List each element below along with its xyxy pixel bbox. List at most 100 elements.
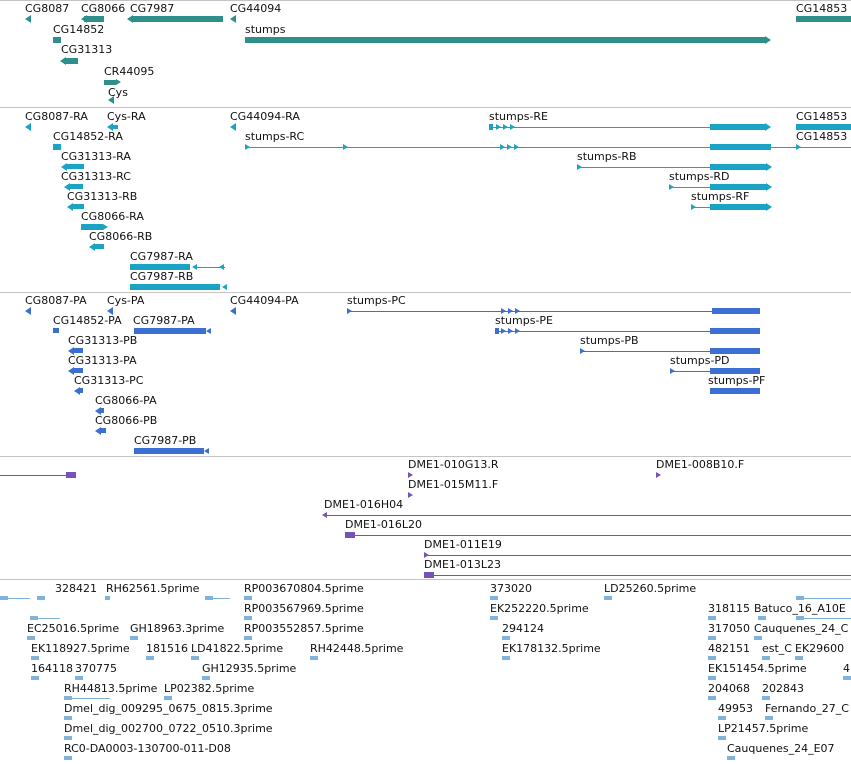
feature-label[interactable]: stumps-PF: [708, 374, 766, 387]
feature-glyph[interactable]: [53, 144, 61, 150]
est-glyph[interactable]: [205, 596, 213, 600]
feature-label[interactable]: CG31313-PA: [68, 354, 137, 367]
gene-glyph[interactable]: [104, 80, 116, 85]
feature-glyph[interactable]: [710, 368, 760, 374]
gene-glyph[interactable]: [245, 37, 765, 43]
est-glyph[interactable]: [310, 656, 318, 660]
feature-label[interactable]: LP21457.5prime: [718, 722, 809, 735]
feature-label[interactable]: CG14853: [796, 130, 848, 143]
gene-glyph[interactable]: [84, 16, 104, 22]
feature-label[interactable]: Dmel_dig_009295_0675_0815.3prime: [64, 702, 273, 715]
est-glyph[interactable]: [64, 756, 72, 760]
feature-label[interactable]: CG7987-RB: [130, 270, 194, 283]
feature-glyph[interactable]: [134, 448, 204, 454]
est-glyph[interactable]: [0, 596, 8, 600]
est-glyph[interactable]: [708, 696, 716, 700]
feature-glyph[interactable]: [100, 408, 104, 413]
intron-line[interactable]: [796, 618, 851, 619]
feature-label[interactable]: 482151: [708, 642, 750, 655]
feature-label[interactable]: CG7987-RA: [130, 250, 193, 263]
est-glyph[interactable]: [502, 636, 510, 640]
est-glyph[interactable]: [758, 616, 766, 620]
est-glyph[interactable]: [796, 596, 804, 600]
intron-line[interactable]: [577, 167, 770, 168]
intron-line[interactable]: [796, 598, 851, 599]
feature-label[interactable]: CG14853: [796, 110, 848, 123]
feature-label[interactable]: 317050: [708, 622, 750, 635]
bac-glyph[interactable]: [345, 532, 355, 538]
est-glyph[interactable]: [244, 616, 252, 620]
feature-label[interactable]: stumps-RB: [577, 150, 637, 163]
feature-label[interactable]: EK151454.5prime: [708, 662, 807, 675]
est-glyph[interactable]: [105, 596, 110, 600]
est-glyph[interactable]: [843, 676, 851, 680]
gene-glyph[interactable]: [64, 58, 78, 64]
feature-label[interactable]: Fernando_27_C: [765, 702, 849, 715]
feature-label[interactable]: 328421: [55, 582, 97, 595]
est-glyph[interactable]: [754, 636, 762, 640]
feature-label[interactable]: DME1-013L23: [424, 558, 501, 571]
intron-line[interactable]: [0, 598, 30, 599]
est-glyph[interactable]: [75, 676, 83, 680]
feature-label[interactable]: CG14852-RA: [53, 130, 123, 143]
feature-label[interactable]: 164118: [31, 662, 73, 675]
feature-label[interactable]: CG8066-PB: [95, 414, 158, 427]
feature-glyph[interactable]: [73, 368, 83, 373]
feature-label[interactable]: CG31313-RB: [67, 190, 138, 203]
feature-label[interactable]: 318115: [708, 602, 750, 615]
feature-label[interactable]: 204068: [708, 682, 750, 695]
feature-glyph[interactable]: [710, 328, 760, 334]
feature-label[interactable]: CG31313: [61, 43, 113, 56]
est-glyph[interactable]: [708, 656, 716, 660]
est-glyph[interactable]: [490, 616, 498, 620]
est-glyph[interactable]: [31, 656, 39, 660]
feature-label[interactable]: EK252220.5prime: [490, 602, 589, 615]
feature-label[interactable]: DME1-010G13.R: [408, 458, 499, 471]
intron-line[interactable]: [195, 267, 225, 268]
feature-label[interactable]: RH44813.5prime: [64, 682, 158, 695]
feature-label[interactable]: CG31313-PC: [74, 374, 144, 387]
feature-label[interactable]: CG8066: [81, 2, 126, 15]
feature-glyph[interactable]: [112, 125, 118, 129]
est-glyph[interactable]: [244, 596, 252, 600]
feature-label[interactable]: CG8066-RB: [89, 230, 153, 243]
est-glyph[interactable]: [130, 636, 138, 640]
est-glyph[interactable]: [708, 636, 716, 640]
est-glyph[interactable]: [31, 676, 39, 680]
feature-label[interactable]: DME1-016H04: [324, 498, 404, 511]
est-glyph[interactable]: [604, 596, 612, 600]
intron-line[interactable]: [64, 698, 110, 699]
gene-glyph[interactable]: [53, 37, 61, 43]
intron-line[interactable]: [324, 515, 851, 516]
intron-line[interactable]: [580, 351, 760, 352]
intron-line[interactable]: [30, 618, 60, 619]
est-glyph[interactable]: [64, 716, 72, 720]
feature-glyph[interactable]: [130, 264, 190, 270]
feature-label[interactable]: Cys-RA: [107, 110, 146, 123]
feature-label[interactable]: 370775: [75, 662, 117, 675]
feature-label[interactable]: 181516: [146, 642, 188, 655]
est-glyph[interactable]: [202, 676, 210, 680]
est-glyph[interactable]: [490, 596, 498, 600]
feature-label[interactable]: DME1-008B10.F: [656, 458, 745, 471]
est-glyph[interactable]: [27, 636, 35, 640]
feature-label[interactable]: GH18963.3prime: [130, 622, 225, 635]
feature-label[interactable]: Cauquenes_24_C: [754, 622, 849, 635]
feature-label[interactable]: CG44094-PA: [230, 294, 299, 307]
feature-label[interactable]: stumps-PC: [347, 294, 406, 307]
est-glyph[interactable]: [796, 616, 804, 620]
feature-label[interactable]: stumps-RE: [489, 110, 549, 123]
feature-label[interactable]: stumps-PB: [580, 334, 639, 347]
feature-glyph[interactable]: [81, 224, 103, 230]
feature-label[interactable]: EK178132.5prime: [502, 642, 601, 655]
feature-label[interactable]: 373020: [490, 582, 532, 595]
feature-glyph[interactable]: [134, 328, 206, 334]
feature-label[interactable]: CR44095: [104, 65, 155, 78]
feature-glyph[interactable]: [710, 184, 766, 190]
est-glyph[interactable]: [708, 676, 716, 680]
feature-label[interactable]: CG14852-PA: [53, 314, 122, 327]
intron-line[interactable]: [0, 475, 66, 476]
feature-label[interactable]: stumps: [245, 23, 286, 36]
feature-label[interactable]: LP02382.5prime: [164, 682, 255, 695]
feature-label[interactable]: DME1-011E19: [424, 538, 502, 551]
